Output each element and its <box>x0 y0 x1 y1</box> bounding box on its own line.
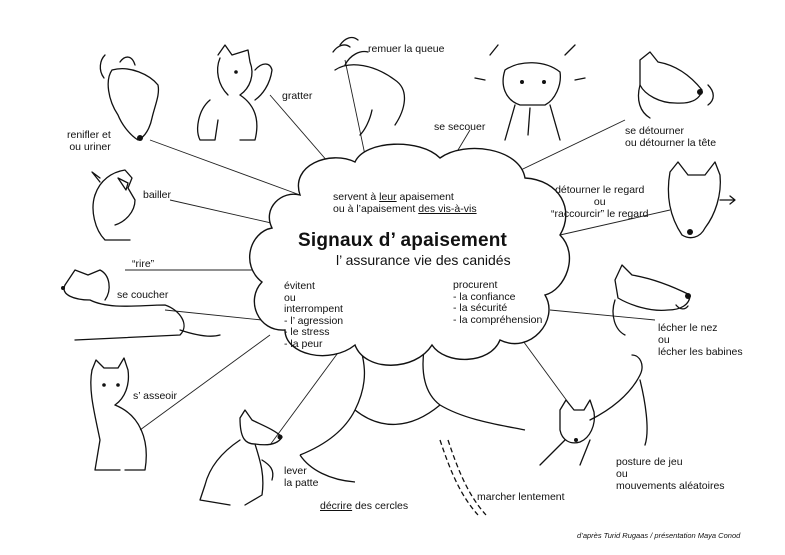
label-decrire-underlined: décrire <box>320 500 353 512</box>
label-line: lécher le nez <box>658 322 718 334</box>
diagram-subtitle: l’ assurance vie des canidés <box>336 252 511 268</box>
label-bailler: bailler <box>143 189 172 201</box>
label-line: ou uriner <box>69 141 111 153</box>
dog-turning-head-icon <box>637 51 714 119</box>
cloud-top-line1-post: apaisement <box>396 191 454 203</box>
right-block-line: - la confiance <box>453 290 516 303</box>
label-decrire-cercles: décrire des cercles <box>320 500 408 512</box>
label-cercles-rest: des cercles <box>352 500 409 512</box>
label-detourner-tete: se détourner ou détourner la tête <box>625 125 716 149</box>
label-line: posture de jeu <box>616 456 683 468</box>
label-asseoir: s’ asseoir <box>133 390 177 402</box>
diagram-title: Signaux d’ apaisement <box>298 230 508 251</box>
label-renifler: renifler et ou uriner <box>67 129 111 153</box>
credit-text: d’après Turid Rugaas / présentation Maya… <box>577 531 741 540</box>
label-line: lécher les babines <box>658 346 743 358</box>
label-posture-jeu: posture de jeu ou mouvements aléatoires <box>616 456 725 492</box>
cloud-top-text: servent à leur apaisement ou à l’apaisem… <box>333 191 477 215</box>
left-block-line: - la peur <box>284 337 323 350</box>
connector-lines <box>125 59 671 446</box>
dog-scratching-icon <box>197 44 273 141</box>
label-line: ou détourner la tête <box>625 137 717 149</box>
cloud-left-block: évitent ou interrompent - l’ agression -… <box>284 280 344 350</box>
label-line: lever <box>284 465 307 477</box>
right-block-line: procurent <box>453 279 498 291</box>
label-coucher: se coucher <box>117 289 169 301</box>
dog-lifting-paw-icon <box>199 409 283 506</box>
left-block-line: interrompent <box>284 303 343 315</box>
label-line: renifler et <box>67 129 111 141</box>
label-line: ou <box>658 334 670 346</box>
right-block-line: - la sécurité <box>453 302 508 314</box>
label-lecher: lécher le nez ou lécher les babines <box>658 322 743 358</box>
label-line: ou <box>616 468 628 480</box>
cloud-top-line1-pre: servent à <box>333 191 380 203</box>
dog-lying-down-icon <box>61 269 221 341</box>
dog-tail-wagging-icon <box>332 36 406 136</box>
label-line: détourner le regard <box>555 184 645 196</box>
cloud-top-line1-underlined: leur <box>379 191 397 203</box>
label-secouer: se secouer <box>434 121 486 133</box>
label-line: ou <box>593 196 606 208</box>
right-block-line: - la compréhension <box>453 313 543 326</box>
label-rire: “rire” <box>132 258 155 270</box>
dog-sitting-icon <box>90 357 147 471</box>
label-line: mouvements aléatoires <box>616 480 725 492</box>
label-detourner-regard: détourner le regard ou “raccourcir” le r… <box>551 184 648 220</box>
left-block-line: évitent <box>284 280 315 292</box>
label-lever-patte: lever la patte <box>284 465 318 489</box>
label-line: la patte <box>284 477 319 489</box>
cloud-top-line2-underlined: des vis-à-vis <box>418 203 477 215</box>
dog-play-bow-icon <box>539 354 648 466</box>
label-line: “raccourcir” le regard <box>551 208 649 220</box>
dog-sniffing-icon <box>99 54 160 141</box>
dog-yawning-icon <box>91 169 136 241</box>
cloud-top-line2-pre: ou à l’apaisement <box>333 203 419 215</box>
dog-licking-nose-icon <box>612 264 691 336</box>
left-block-line: ou <box>284 291 296 304</box>
left-block-line: - l’ agression <box>284 314 344 327</box>
dog-look-away-icon <box>667 161 736 239</box>
cloud-right-block: procurent - la confiance - la sécurité -… <box>453 279 543 326</box>
dog-shaking-icon <box>474 44 586 141</box>
left-block-line: - le stress <box>284 326 330 338</box>
cloud-shape <box>248 143 571 366</box>
label-gratter: gratter <box>282 90 313 102</box>
label-line: se détourner <box>625 125 684 137</box>
label-remuer-queue: remuer la queue <box>368 43 445 55</box>
label-marcher-lentement: marcher lentement <box>477 491 565 503</box>
